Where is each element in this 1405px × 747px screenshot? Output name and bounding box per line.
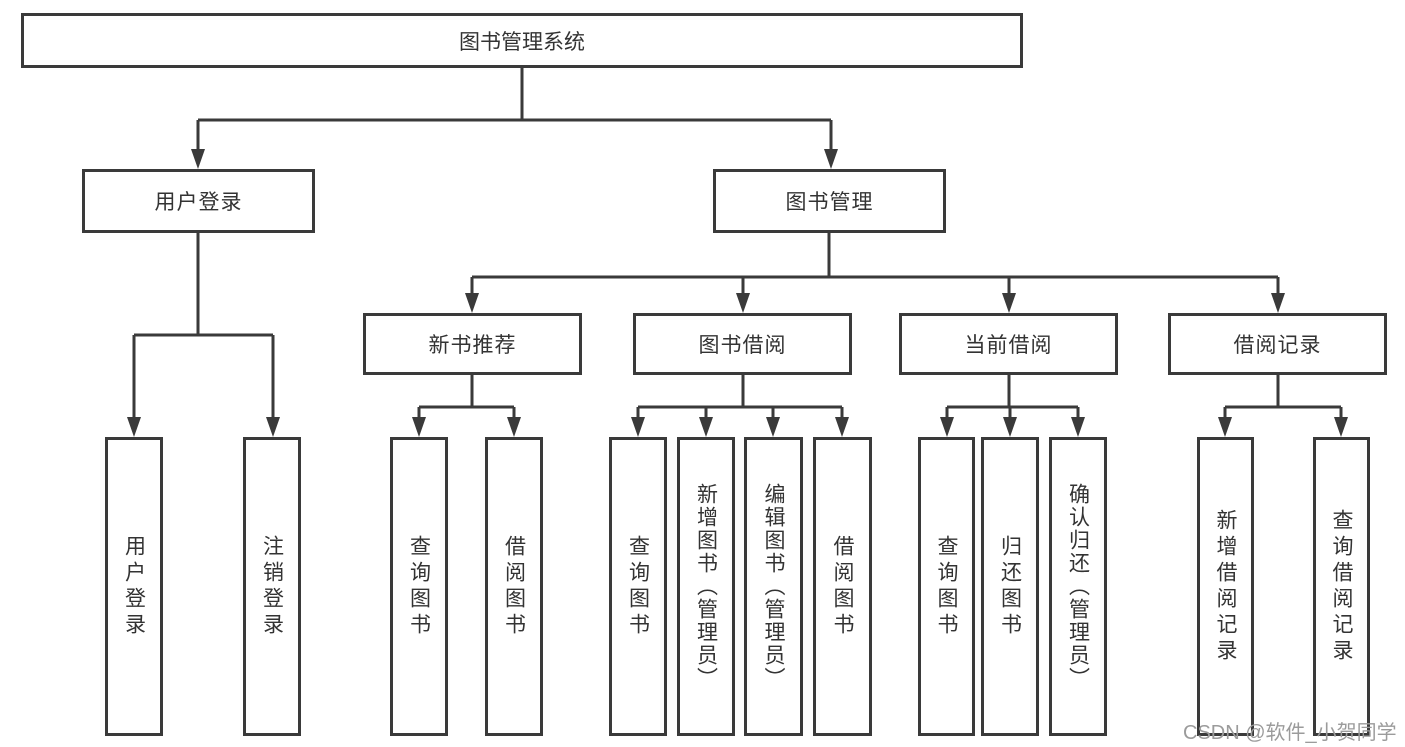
leaf-return-books: 归还图书 (981, 437, 1039, 736)
leaf-query-books-3: 查询图书 (918, 437, 975, 736)
leaf-borrow-books-1-label: 借阅图书 (502, 534, 526, 639)
leaf-add-books-admin-label: 新增图书（管理员） (694, 483, 718, 690)
node-current-borrow-label: 当前借阅 (964, 334, 1053, 357)
leaf-confirm-return-admin: 确认归还（管理员） (1049, 437, 1107, 736)
node-book-borrow: 图书借阅 (633, 313, 852, 375)
leaf-edit-books-admin-label: 编辑图书（管理员） (762, 483, 785, 690)
leaf-query-books-3-label: 查询图书 (935, 534, 958, 639)
node-book-borrow-label: 图书借阅 (698, 334, 787, 357)
leaf-borrow-books-2: 借阅图书 (813, 437, 872, 736)
leaf-query-borrow-record-label: 查询借阅记录 (1330, 508, 1353, 665)
node-new-book-recommend: 新书推荐 (363, 313, 582, 375)
node-root-system: 图书管理系统 (21, 13, 1023, 68)
leaf-user-login-label: 用户登录 (122, 534, 146, 639)
leaf-logout-label: 注销登录 (260, 534, 284, 639)
leaf-query-books-1-label: 查询图书 (407, 534, 431, 639)
node-user-login: 用户登录 (82, 169, 315, 233)
node-current-borrow: 当前借阅 (899, 313, 1118, 375)
node-book-management-label: 图书管理 (785, 191, 874, 214)
node-root-label: 图书管理系统 (459, 30, 585, 54)
leaf-logout: 注销登录 (243, 437, 301, 736)
leaf-add-books-admin: 新增图书（管理员） (677, 437, 735, 736)
node-borrow-records-label: 借阅记录 (1233, 334, 1322, 357)
csdn-watermark: CSDN @软件_小贺同学 (1183, 722, 1397, 744)
leaf-query-books-1: 查询图书 (390, 437, 448, 736)
leaf-edit-books-admin: 编辑图书（管理员） (744, 437, 803, 736)
node-user-login-label: 用户登录 (154, 191, 243, 214)
leaf-borrow-books-1: 借阅图书 (485, 437, 543, 736)
leaf-user-login: 用户登录 (105, 437, 163, 736)
leaf-query-borrow-record: 查询借阅记录 (1313, 437, 1370, 736)
leaf-borrow-books-2-label: 借阅图书 (831, 534, 854, 639)
leaf-add-borrow-record-label: 新增借阅记录 (1214, 508, 1237, 665)
arrowheads (127, 149, 1348, 437)
leaf-confirm-return-admin-label: 确认归还（管理员） (1066, 483, 1090, 690)
leaf-return-books-label: 归还图书 (998, 534, 1022, 639)
leaf-query-books-2: 查询图书 (609, 437, 667, 736)
leaf-query-books-2-label: 查询图书 (626, 534, 650, 639)
node-new-book-recommend-label: 新书推荐 (428, 334, 517, 357)
node-book-management: 图书管理 (713, 169, 946, 233)
leaf-add-borrow-record: 新增借阅记录 (1197, 437, 1254, 736)
node-borrow-records: 借阅记录 (1168, 313, 1387, 375)
